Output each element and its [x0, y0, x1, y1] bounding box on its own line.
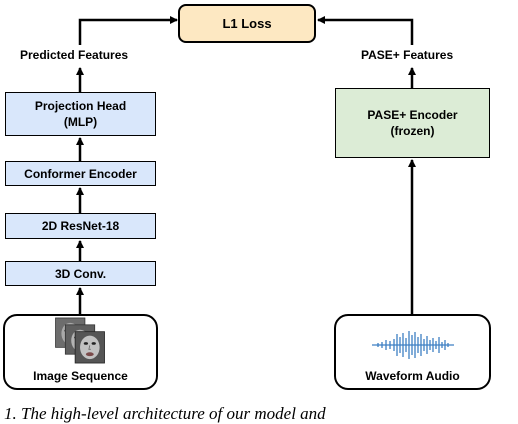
arrow-features-to-loss [317, 16, 414, 45]
3d-conv-block: 3D Conv. [5, 261, 156, 286]
waveform-bars [371, 331, 454, 359]
predicted-features-label: Predicted Features [20, 48, 129, 62]
conformer-encoder-label: Conformer Encoder [24, 166, 137, 181]
face-frames-icon [54, 317, 105, 364]
arrow-predicted-to-loss [78, 16, 178, 45]
waveform-audio-label: Waveform Audio [365, 369, 460, 383]
l1-loss-box: L1 Loss [178, 4, 316, 43]
face-frame-front [74, 331, 105, 364]
image-sequence-input: Image Sequence [3, 314, 158, 390]
pase-encoder-label: PASE+ Encoder (frozen) [367, 108, 458, 138]
resnet-label: 2D ResNet-18 [41, 219, 120, 233]
conformer-encoder-block: Conformer Encoder [5, 161, 156, 186]
pase-features-label: PASE+ Features [361, 48, 454, 62]
image-sequence-label: Image Sequence [33, 369, 128, 383]
figure-caption: 1. The high-level architecture of our mo… [4, 404, 326, 423]
waveform-audio-input: Waveform Audio [334, 314, 491, 390]
projection-head-block: Projection Head (MLP) [5, 92, 156, 136]
l1-loss-label: L1 Loss [222, 15, 272, 31]
pase-encoder-block: PASE+ Encoder (frozen) [335, 88, 490, 158]
3d-conv-label: 3D Conv. [54, 266, 107, 281]
waveform-icon [371, 331, 454, 359]
resnet-block: 2D ResNet-18 [5, 213, 156, 239]
projection-head-label: Projection Head (MLP) [34, 99, 127, 129]
